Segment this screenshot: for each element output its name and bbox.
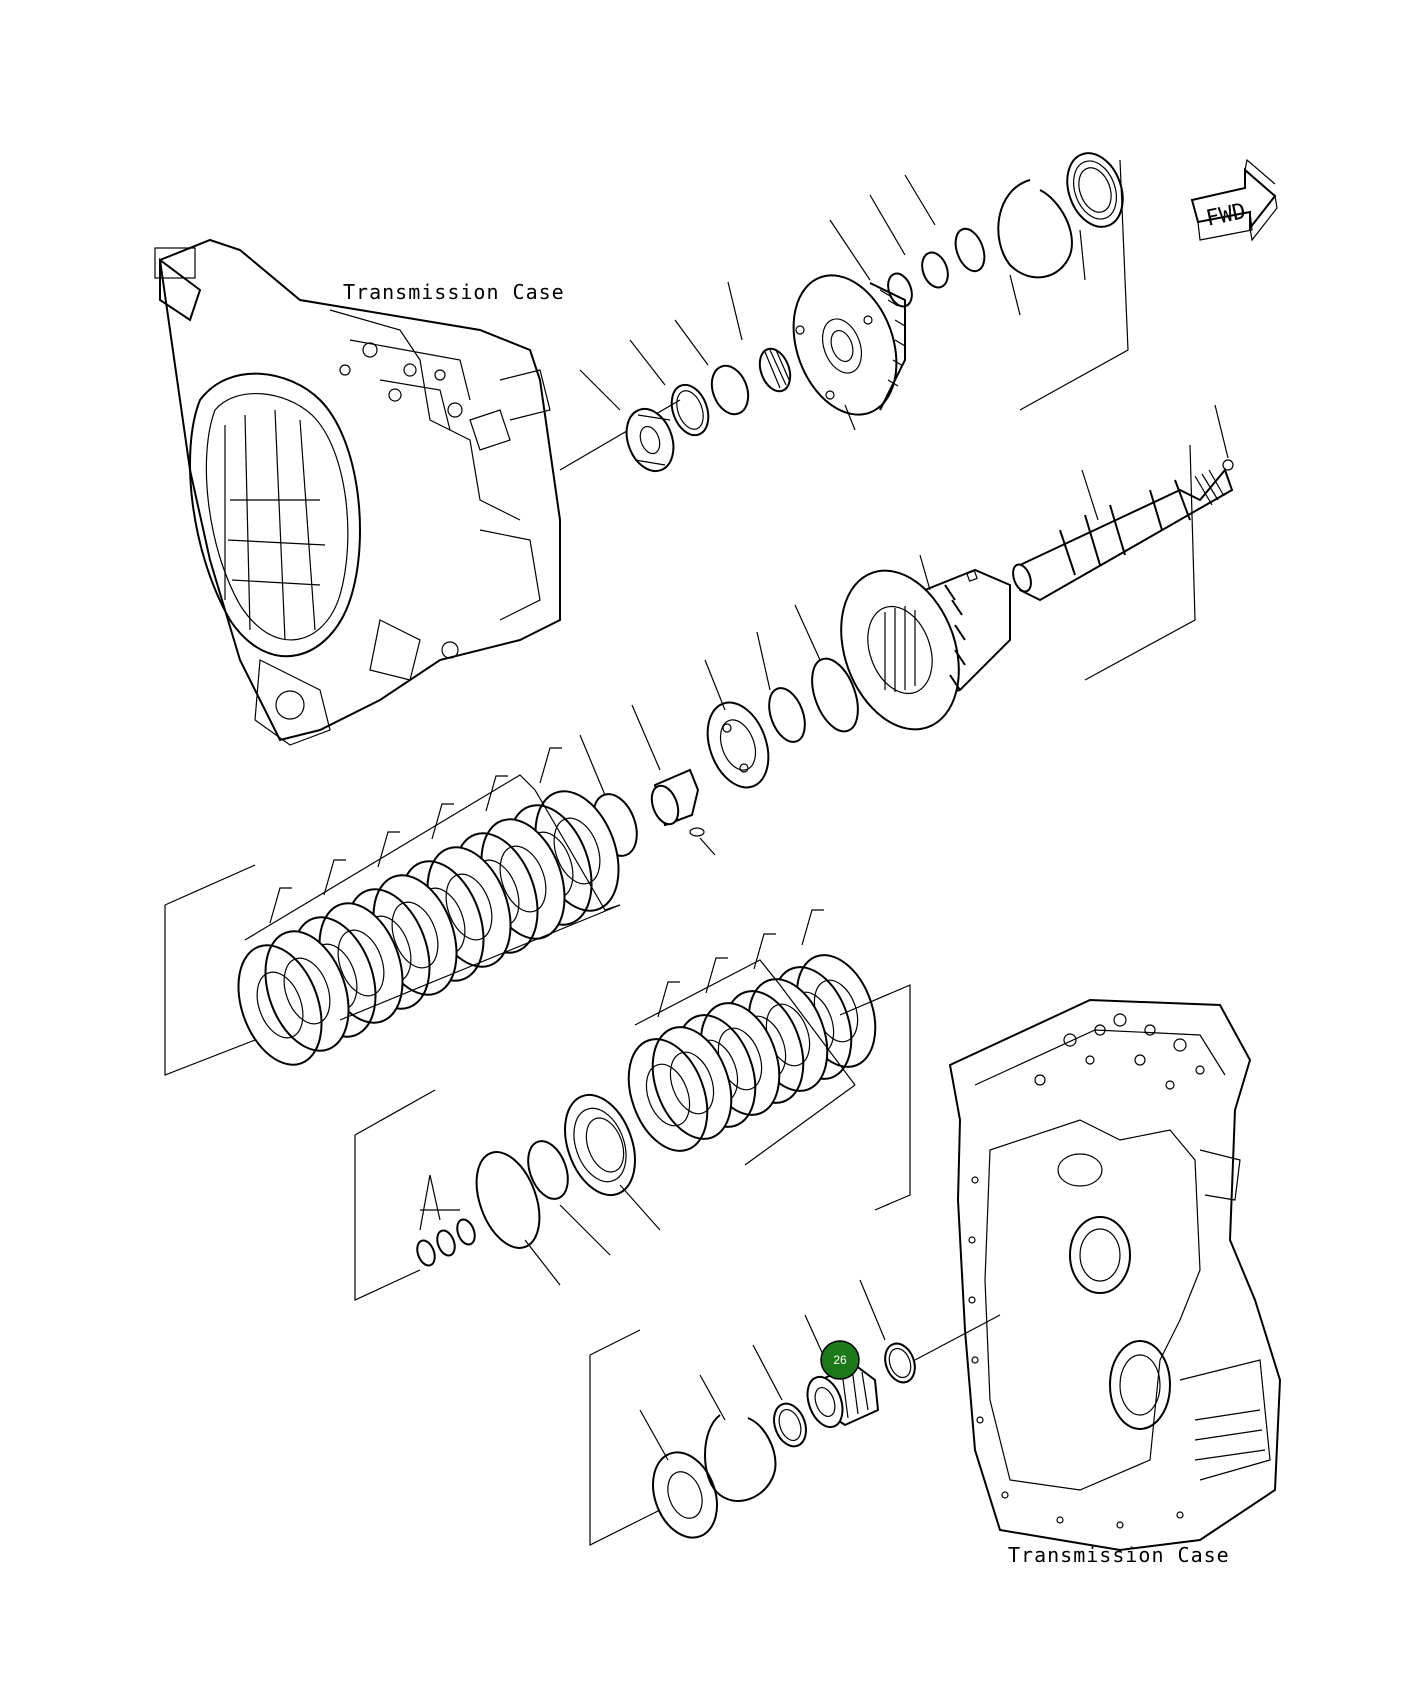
transmission-case-top bbox=[154, 238, 561, 746]
callout-badge-26[interactable]: 26 bbox=[820, 1340, 860, 1380]
leader-line bbox=[323, 859, 346, 896]
clutch-plate bbox=[264, 930, 350, 1052]
callout-number: 26 bbox=[833, 1353, 847, 1367]
main-shaft bbox=[1012, 404, 1234, 681]
clutch-plate bbox=[627, 1038, 709, 1152]
clutch-plate bbox=[651, 1026, 733, 1140]
lower-middle-parts bbox=[354, 1089, 661, 1301]
case-label-top: Transmission Case bbox=[343, 280, 565, 304]
bottom-row-parts bbox=[589, 1279, 1001, 1546]
leader-line bbox=[377, 831, 400, 868]
leader-line bbox=[539, 747, 562, 784]
leader-line bbox=[657, 981, 680, 1018]
transmission-case-bottom bbox=[948, 998, 1282, 1552]
leader-line bbox=[431, 803, 454, 840]
leader-line bbox=[753, 933, 776, 970]
leader-line bbox=[801, 909, 824, 946]
clutch-pack-lower bbox=[627, 909, 911, 1211]
clutch-plate-bore bbox=[645, 1063, 691, 1127]
leader-line bbox=[485, 775, 508, 812]
clutch-plate-bore bbox=[669, 1051, 715, 1115]
leader-line bbox=[705, 957, 728, 994]
clutch-pack-upper bbox=[164, 747, 621, 1076]
leader-line bbox=[269, 887, 292, 924]
middle-row-parts bbox=[579, 604, 859, 857]
top-row-parts bbox=[559, 152, 1129, 472]
clutch-drum bbox=[840, 554, 1011, 731]
fwd-label: FWD bbox=[1204, 199, 1248, 232]
clutch-plate-bore bbox=[256, 971, 304, 1039]
fwd-arrow-icon: FWD bbox=[1190, 158, 1278, 242]
case-label-bottom: Transmission Case bbox=[1008, 1543, 1230, 1567]
clutch-plate bbox=[237, 944, 323, 1066]
